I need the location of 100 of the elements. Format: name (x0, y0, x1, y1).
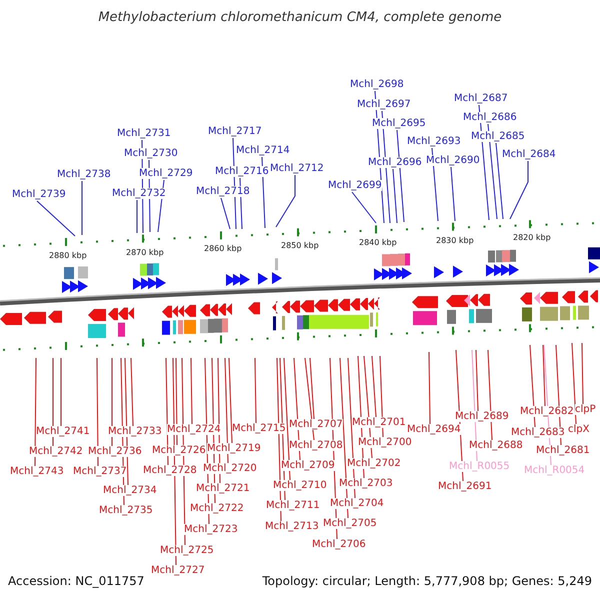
leader-line (190, 358, 192, 424)
gene-label: Mchl_2688 (469, 440, 523, 451)
leader-line (224, 358, 228, 464)
leader-line (450, 166, 456, 222)
gene-label: Mchl_2694 (407, 424, 461, 435)
gene-label: Mchl_R0055 (449, 461, 510, 472)
gene-label: Mchl_2737 (73, 466, 127, 477)
gene-label: Mchl_2700 (358, 437, 412, 448)
gene-label: Mchl_2717 (208, 126, 262, 137)
gene-label: Mchl_2685 (471, 131, 525, 142)
leader-line (488, 350, 492, 440)
leader-line (34, 358, 36, 466)
gene-label: Mchl_2738 (57, 169, 111, 180)
scale-label: 2880 kbp (49, 251, 87, 261)
scale-label: 2840 kbp (359, 238, 397, 248)
gene-label: Mchl_2732 (112, 188, 166, 199)
scale-label: 2850 kbp (281, 241, 319, 251)
gene-label: Mchl_2690 (426, 155, 480, 166)
leader-line (176, 358, 178, 446)
accession-text: Accession: NC_011757 (8, 574, 144, 588)
gene-label: Mchl_2731 (117, 128, 171, 139)
leader-line (352, 192, 376, 224)
gene-label: Mchl_2693 (407, 136, 461, 147)
leader-line (262, 156, 266, 228)
leader-line (310, 358, 314, 420)
gene-label: Mchl_2695 (372, 118, 426, 129)
gene-label: Mchl_2681 (536, 445, 590, 456)
gene-label: Mchl_2742 (29, 446, 83, 457)
gene-label: Mchl_2689 (455, 411, 509, 422)
scale-label: 2830 kbp (436, 236, 474, 246)
gene-label: Mchl_2702 (347, 458, 401, 469)
gene-label: clpP (575, 404, 596, 415)
gene-label: Mchl_2722 (190, 503, 244, 514)
leader-line (372, 356, 376, 418)
gene-label: Mchl_2684 (502, 149, 556, 160)
gene-label: Mchl_2706 (312, 539, 366, 550)
gene-label: Mchl_2709 (281, 460, 335, 471)
gene-label: Mchl_2710 (273, 480, 327, 491)
leader-line (228, 358, 232, 444)
leader-line (510, 160, 528, 220)
leader-line (582, 342, 584, 404)
gene-label: Mchl_2721 (196, 483, 250, 494)
gene-label: Mchl_2707 (289, 419, 343, 430)
gene-label: Mchl_2683 (511, 427, 565, 438)
gene-label: Mchl_2733 (108, 426, 162, 437)
gene-label: Mchl_2696 (368, 157, 422, 168)
leader-line (476, 350, 478, 412)
gene-label: Mchl_2682 (520, 406, 574, 417)
gene-label: Mchl_2727 (151, 565, 205, 576)
gene-label: Mchl_2729 (139, 168, 193, 179)
leader-line (572, 342, 576, 424)
gene-label: Mchl_2720 (203, 463, 257, 474)
leader-line (136, 200, 138, 234)
genome-info-text: Topology: circular; Length: 5,777,908 bp; Genes: 5,249 (262, 574, 592, 588)
title: Methylobacterium chloromethanicum CM4, complete genome (97, 10, 503, 25)
leader-line (220, 198, 230, 230)
gene-label: Mchl_2687 (454, 93, 508, 104)
gene-label: Mchl_2686 (463, 112, 517, 123)
leader-line (130, 358, 134, 426)
gene-label: Mchl_2714 (236, 145, 290, 156)
gene-label: Mchl_2724 (167, 424, 221, 435)
gene-label: Mchl_2698 (350, 79, 404, 90)
leader-line (380, 356, 384, 438)
gene-label: Mchl_2711 (266, 500, 320, 511)
leader-line (96, 358, 98, 466)
gene-label: Mchl_2708 (289, 440, 343, 451)
leader-line (276, 174, 296, 228)
gene-label: Mchl_2704 (330, 498, 384, 509)
gene-label: Mchl_2735 (99, 505, 153, 516)
scale-label: 2820 kbp (513, 233, 551, 243)
gene-label: Mchl_2712 (270, 163, 324, 174)
gene-label: Mchl_2741 (36, 426, 90, 437)
gene-label: Mchl_2691 (438, 481, 492, 492)
gene-label: Mchl_2705 (323, 518, 377, 529)
gene-label: Mchl_2723 (184, 524, 238, 535)
leader-line (254, 358, 256, 424)
gene-label: Mchl_2730 (124, 148, 178, 159)
scale-label: 2860 kbp (204, 244, 242, 254)
leader-line (428, 352, 430, 424)
gene-label: Mchl_R0054 (524, 465, 585, 476)
leader-line (488, 124, 498, 220)
leader-line (340, 358, 348, 518)
gene-label: Mchl_2716 (215, 166, 269, 177)
gene-label: Mchl_2715 (232, 423, 286, 434)
gene-label: Mchl_2713 (265, 521, 319, 532)
scale-label: 2870 kbp (126, 248, 164, 258)
leader-line (52, 358, 54, 446)
gene-label: Mchl_2699 (328, 180, 382, 191)
leader-line (60, 358, 62, 426)
gene-label: Mchl_2736 (88, 446, 142, 457)
leader-line (496, 142, 504, 220)
gene-label: Mchl_2703 (339, 478, 393, 489)
gene-label: Mchl_2728 (143, 465, 197, 476)
gene-label: Mchl_2725 (160, 545, 214, 556)
leader-line (396, 130, 404, 222)
gene-label: Mchl_2697 (357, 99, 411, 110)
gene-label: Mchl_2734 (103, 485, 157, 496)
gene-label: Mchl_2718 (196, 186, 250, 197)
leader-line (36, 200, 76, 236)
gene-label: Mchl_2743 (10, 466, 64, 477)
